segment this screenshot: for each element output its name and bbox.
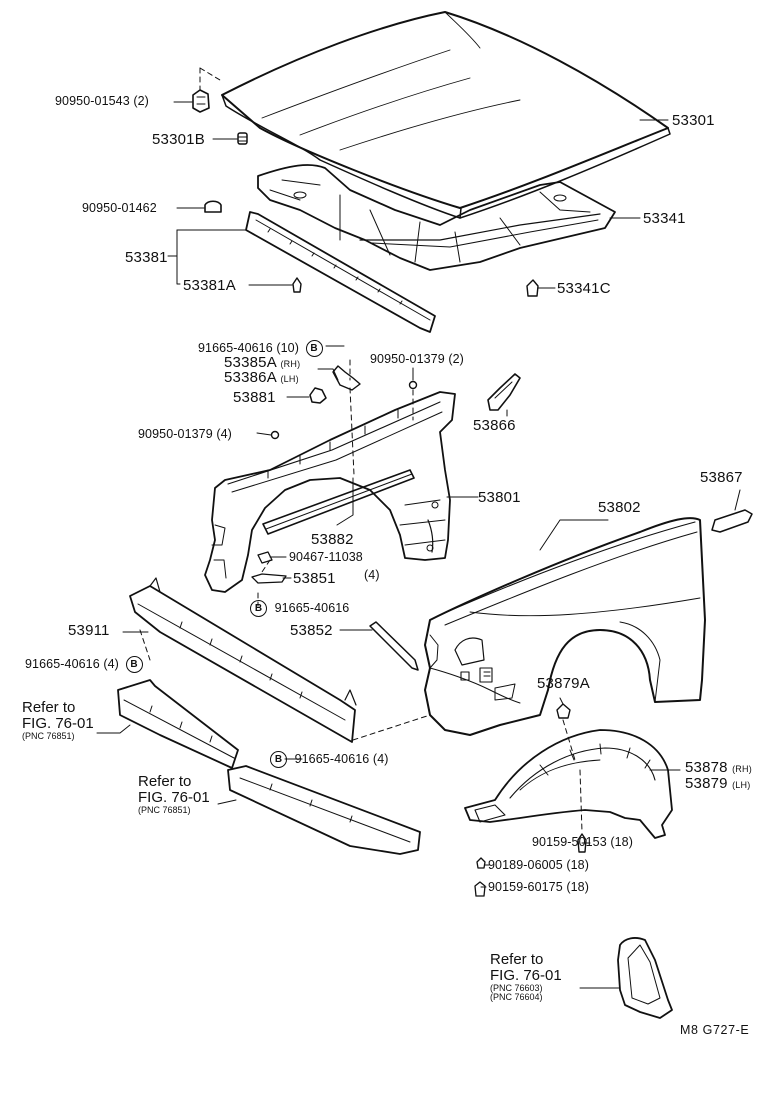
label-53879-side: (LH) bbox=[732, 780, 751, 790]
b-mark-icon: B bbox=[270, 751, 287, 768]
label-91665-40616-4a: 91665-40616 (4) B bbox=[25, 656, 143, 673]
label-53301: 53301 bbox=[672, 112, 715, 129]
label-53301b: 53301B bbox=[152, 131, 205, 148]
diagram-code: M8 G727-E bbox=[680, 1023, 750, 1037]
guide-lines-liner bbox=[563, 720, 582, 832]
moulding-53867 bbox=[712, 510, 752, 532]
label-53341: 53341 bbox=[643, 210, 686, 227]
refer-to-fig-note-1: Refer to FIG. 76-01 (PNC 76851) bbox=[22, 700, 94, 741]
label-90189-06005: 90189-06005 (18) bbox=[488, 858, 589, 872]
refer-line-2: FIG. 76-01 bbox=[138, 788, 210, 806]
label-53851: 53851 bbox=[293, 570, 336, 587]
label-53381a: 53381A bbox=[183, 277, 236, 294]
refer-to-fig-note-3: Refer to FIG. 76-01 (PNC 76603) (PNC 766… bbox=[490, 952, 562, 1002]
label-90467-11038: 90467-11038 bbox=[289, 550, 363, 564]
fender-liner bbox=[465, 730, 672, 838]
refer-line-1: Refer to bbox=[22, 699, 76, 716]
label-91665-40616-10: 91665-40616 (10) B bbox=[198, 340, 323, 357]
label-53386a-side: (LH) bbox=[280, 374, 299, 384]
refer-to-fig-note-2: Refer to FIG. 76-01 (PNC 76851) bbox=[138, 774, 210, 815]
label-91665-40616-text: 91665-40616 bbox=[274, 600, 350, 615]
label-53385a-side: (RH) bbox=[280, 359, 301, 369]
label-53852: 53852 bbox=[290, 622, 333, 639]
brace-53852 bbox=[370, 622, 418, 670]
label-90159-60175: 90159-60175 (18) bbox=[488, 880, 589, 894]
refer-line-1: Refer to bbox=[490, 951, 544, 968]
label-90950-01543: 90950-01543 (2) bbox=[55, 94, 149, 108]
label-53385a: 53385A (RH) bbox=[224, 355, 300, 370]
label-90950-01462: 90950-01462 bbox=[82, 201, 157, 215]
label-53802: 53802 bbox=[598, 499, 641, 516]
fender-apron bbox=[205, 392, 455, 592]
b-mark-icon: B bbox=[125, 656, 143, 673]
mudguard bbox=[618, 938, 672, 1018]
label-53911: 53911 bbox=[68, 622, 110, 639]
front-fender bbox=[425, 518, 705, 735]
label-53882: 53882 bbox=[311, 531, 354, 548]
label-53386a: 53386A (LH) bbox=[224, 370, 299, 385]
label-53381: 53381 bbox=[125, 249, 168, 266]
apron-brace bbox=[263, 470, 414, 534]
label-53341c: 53341C bbox=[557, 280, 611, 297]
label-90467-11038-qty: (4) bbox=[364, 568, 380, 582]
refer-line-2: FIG. 76-01 bbox=[22, 714, 94, 732]
label-91665-40616-4a-text: 91665-40616 (4) bbox=[25, 656, 119, 671]
label-53385a-text: 53385A bbox=[224, 354, 277, 371]
label-91665-40616-10-text: 91665-40616 (10) bbox=[198, 340, 299, 355]
label-53878-side: (RH) bbox=[732, 764, 752, 774]
liner-fasteners bbox=[475, 704, 586, 896]
label-53878: 53878 (RH) bbox=[685, 760, 752, 775]
refer-line-2: FIG. 76-01 bbox=[490, 966, 562, 984]
refer-line-4: (PNC 76604) bbox=[490, 991, 543, 1002]
label-91665-40616-4b-text: 91665-40616 (4) bbox=[294, 751, 389, 766]
hood-panel bbox=[222, 12, 670, 218]
label-53879: 53879 (LH) bbox=[685, 776, 750, 791]
refer-line-3: (PNC 76851) bbox=[138, 804, 191, 815]
b-mark-icon: B bbox=[305, 340, 323, 357]
label-53879a: 53879A bbox=[537, 675, 590, 692]
front-spoiler-lower bbox=[228, 766, 420, 854]
label-91665-40616: B 91665-40616 bbox=[250, 600, 349, 617]
leader-lines bbox=[97, 102, 740, 988]
refer-line-1: Refer to bbox=[138, 773, 192, 790]
front-spoiler-upper bbox=[118, 680, 238, 768]
bracket-53866 bbox=[488, 374, 520, 410]
label-53867: 53867 bbox=[700, 469, 743, 486]
guide-lines-hood bbox=[200, 68, 220, 90]
refer-line-3: (PNC 76851) bbox=[22, 730, 75, 741]
label-90159-50153: 90159-50153 (18) bbox=[532, 835, 633, 849]
b-mark-icon: B bbox=[250, 600, 267, 617]
label-90950-01379-2: 90950-01379 (2) bbox=[370, 352, 464, 366]
hood-clips bbox=[193, 90, 538, 296]
label-53866: 53866 bbox=[473, 417, 516, 434]
label-53878-text: 53878 bbox=[685, 759, 728, 776]
label-91665-40616-4b: B 91665-40616 (4) bbox=[270, 751, 389, 768]
refer-line-3: (PNC 76603) bbox=[490, 982, 543, 993]
lower-valance bbox=[130, 578, 356, 742]
label-53879-text: 53879 bbox=[685, 775, 728, 792]
label-53801: 53801 bbox=[478, 489, 521, 506]
label-53881: 53881 bbox=[233, 389, 276, 406]
hood-insulator bbox=[258, 165, 615, 270]
guide-lines-valance bbox=[140, 630, 430, 740]
label-90950-01379-4: 90950-01379 (4) bbox=[138, 427, 232, 441]
label-53386a-text: 53386A bbox=[224, 369, 277, 386]
apron-clips bbox=[252, 366, 417, 583]
